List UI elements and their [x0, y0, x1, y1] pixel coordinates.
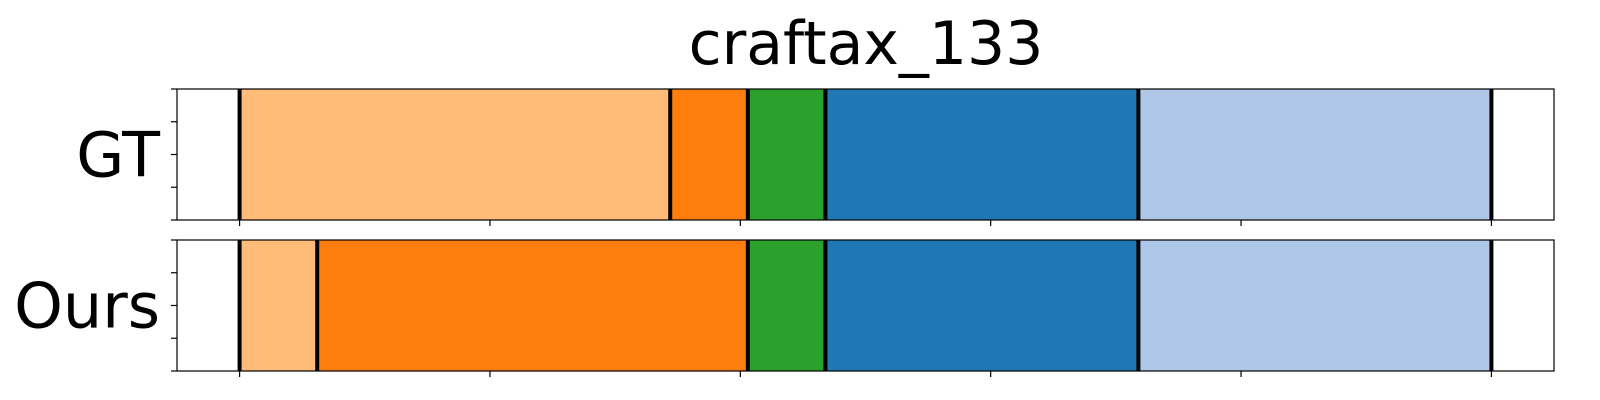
- chart-title: craftax_133: [689, 9, 1044, 79]
- segment-gt-4: [1138, 89, 1492, 220]
- segment-ours-4: [1138, 240, 1492, 371]
- row-label-gt: GT: [76, 119, 161, 192]
- segment-gt-2: [747, 89, 826, 220]
- segment-ours-3: [825, 240, 1139, 371]
- row-label-ours: Ours: [14, 270, 160, 343]
- panel-gt: GT: [76, 88, 1555, 226]
- segment-ours-1: [317, 240, 748, 371]
- segment-gt-0: [239, 89, 671, 220]
- panel-ours: Ours: [14, 239, 1555, 377]
- segment-gt-1: [670, 89, 748, 220]
- segment-ours-0: [239, 240, 318, 371]
- segment-gt-3: [825, 89, 1139, 220]
- segment-ours-2: [747, 240, 826, 371]
